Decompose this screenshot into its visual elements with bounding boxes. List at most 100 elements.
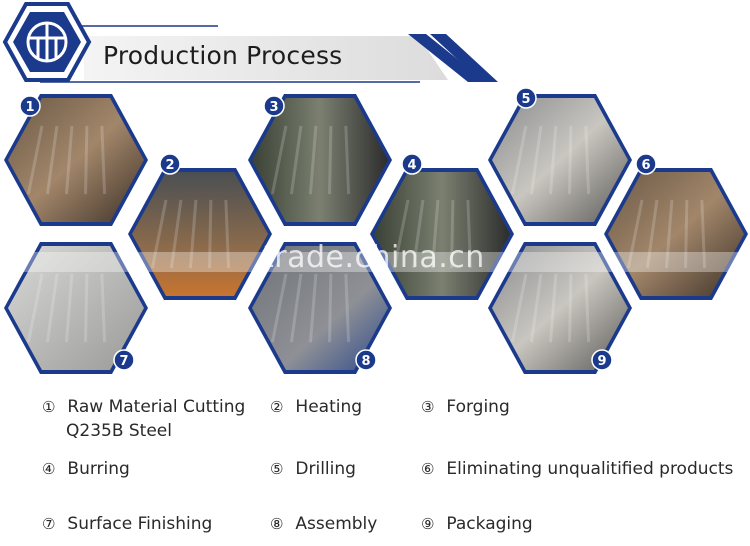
legend-label: Packaging (446, 514, 533, 534)
step-number-marker: ④ (42, 460, 56, 478)
photo-texture (100, 273, 107, 343)
process-step-tile-4: 4 (370, 153, 514, 300)
watermark-band (0, 252, 750, 272)
header-banner (2, 2, 498, 83)
step-badge (159, 153, 181, 175)
step-number-marker: ② (270, 398, 284, 416)
step-badge-number: 1 (25, 100, 34, 115)
photo-texture (529, 273, 543, 343)
step-number-marker: ⑦ (42, 515, 56, 533)
photo-texture (344, 273, 351, 343)
legend-item-4: ④ Burring (42, 459, 130, 479)
company-hexagon-logo (2, 2, 92, 82)
forging-press-photo (252, 98, 388, 222)
process-step-tile-5: 5 (488, 88, 632, 226)
legend-label: Raw Material Cutting (67, 397, 246, 417)
photo-texture (100, 125, 107, 195)
burring-worker-photo (374, 172, 510, 296)
photo-texture (568, 125, 573, 195)
legend-label: Eliminating unqualitified products (446, 459, 734, 479)
step-badge (113, 349, 135, 371)
step-badge (635, 153, 657, 175)
photo-texture (344, 125, 351, 195)
photo-texture (684, 199, 689, 269)
legend-item-3: ③ Forging (421, 397, 510, 417)
photo-texture (328, 273, 333, 343)
step-number-marker: ⑧ (270, 515, 284, 533)
photo-texture (568, 273, 573, 343)
step-number-marker: ⑥ (421, 460, 435, 478)
step-badge-number: 7 (119, 354, 128, 369)
photo-texture (26, 273, 44, 343)
photo-texture (664, 199, 674, 269)
photo-texture (64, 125, 74, 195)
legend-label: Heating (295, 397, 363, 417)
process-step-tile-3: 3 (248, 94, 392, 226)
photo-texture (289, 273, 303, 343)
process-step-tile-2: 2 (128, 153, 272, 300)
photo-texture (45, 273, 59, 343)
photo-texture (169, 199, 183, 269)
photo-texture (45, 125, 59, 195)
process-step-tile-7: 7 (4, 242, 148, 374)
photo-texture (224, 199, 231, 269)
header-stripe (408, 34, 486, 82)
step-badge-number: 4 (407, 158, 416, 173)
photo-texture (84, 273, 89, 343)
photo-texture (548, 273, 558, 343)
photo-texture (700, 199, 707, 269)
step-number-marker: ⑨ (421, 515, 435, 533)
photo-texture (510, 125, 528, 195)
legend-label: Burring (67, 459, 130, 479)
process-step-tile-1: 1 (4, 94, 148, 226)
process-step-tile-8: 8 (248, 242, 392, 374)
photo-texture (84, 125, 89, 195)
legend-item-7: ⑦ Surface Finishing (42, 514, 212, 534)
step-number-marker: ⑤ (270, 460, 284, 478)
title-band (84, 36, 448, 80)
photo-texture (208, 199, 213, 269)
photo-texture (26, 125, 44, 195)
photo-texture (430, 199, 440, 269)
photo-texture (529, 125, 543, 195)
photo-texture (645, 199, 659, 269)
process-step-tile-9: 9 (488, 242, 632, 374)
step-badge (515, 88, 537, 109)
step-badge (263, 95, 285, 117)
step-badge-number: 9 (597, 354, 606, 369)
drilling-machine-photo (492, 98, 628, 222)
inspection-worker-photo (608, 172, 744, 296)
page-title: Production Process (103, 41, 343, 70)
legend-label: Forging (446, 397, 510, 417)
packaging-crates-photo (492, 246, 628, 370)
legend-item-8: ⑧ Assembly (270, 514, 377, 534)
legend-label: Surface Finishing (67, 514, 213, 534)
header-stripe (430, 34, 498, 82)
photo-texture (584, 125, 591, 195)
step-badge (19, 95, 41, 117)
legend-item-1: ① Raw Material Cutting Q235B Steel (42, 397, 246, 441)
photo-texture (392, 199, 410, 269)
surface-finishing-photo (8, 246, 144, 370)
photo-texture (308, 125, 318, 195)
process-step-tile-6: 6 (604, 153, 748, 300)
heating-furnace-photo (132, 172, 268, 296)
legend-item-6: ⑥ Eliminating unqualitified products (421, 459, 733, 479)
photo-texture (289, 125, 303, 195)
step-badge-number: 5 (521, 92, 530, 107)
photo-texture (150, 199, 168, 269)
step-badge (401, 153, 423, 175)
watermark-text: trade.china.cn (262, 240, 485, 275)
photo-texture (466, 199, 473, 269)
legend-label: Drilling (295, 459, 356, 479)
photo-texture (450, 199, 455, 269)
photo-texture (308, 273, 318, 343)
photo-texture (411, 199, 425, 269)
legend-item-5: ⑤ Drilling (270, 459, 356, 479)
legend-item-9: ⑨ Packaging (421, 514, 533, 534)
step-badge-number: 3 (269, 100, 278, 115)
photo-texture (270, 125, 288, 195)
photo-texture (64, 273, 74, 343)
photo-texture (188, 199, 198, 269)
raw-material-cutting-photo (8, 98, 144, 222)
